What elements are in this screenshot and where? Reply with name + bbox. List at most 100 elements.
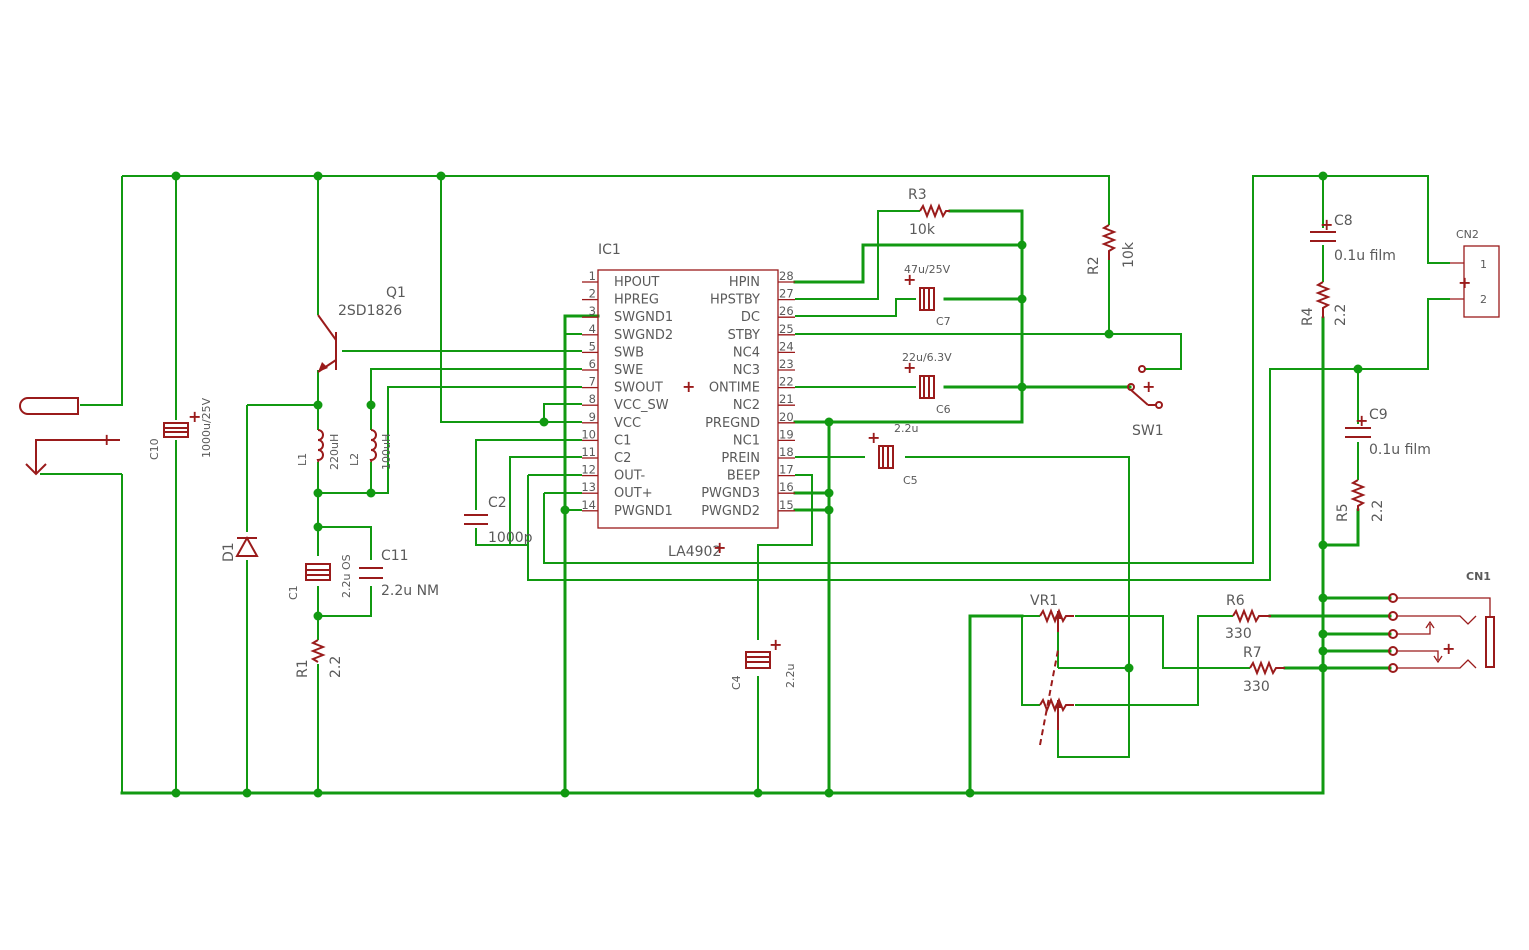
c4-name: C4 xyxy=(730,675,743,690)
ic1-pin-number: 28 xyxy=(779,269,794,283)
ic1-pin-name: PREIN xyxy=(721,451,760,466)
r7-value: 330 xyxy=(1243,679,1270,695)
svg-text:+: + xyxy=(1442,639,1455,658)
ic1-pin-name: HPIN xyxy=(729,275,760,290)
ic1-pin-number: 21 xyxy=(779,392,794,406)
ic1-pin-number: 5 xyxy=(589,339,596,353)
q1-name: Q1 xyxy=(386,285,406,301)
ic1-pin-name: SWE xyxy=(614,363,643,378)
ic1-pin-number: 3 xyxy=(589,304,596,318)
ic1-pin-number: 16 xyxy=(779,480,794,494)
c8-name: C8 xyxy=(1334,213,1353,229)
r4-name: R4 xyxy=(1300,307,1316,326)
svg-text:+: + xyxy=(769,635,782,654)
r1-value: 2.2 xyxy=(328,656,344,678)
ic1-pin-name: SWGND1 xyxy=(614,310,673,325)
junctions xyxy=(171,171,1363,798)
q1: Q1 2SD1826 xyxy=(317,285,406,373)
c11-name: C11 xyxy=(381,548,409,564)
r7-name: R7 xyxy=(1243,645,1262,661)
c5-value: 2.2u xyxy=(894,422,918,435)
r1-name: R1 xyxy=(295,659,311,678)
c10-name: C10 xyxy=(148,438,161,460)
l1-value: 220uH xyxy=(328,434,341,470)
c6-name: C6 xyxy=(936,403,951,416)
ic1-pin-name: NC3 xyxy=(733,363,760,378)
c7-value: 47u/25V xyxy=(904,263,951,276)
ic1-pin-number: 8 xyxy=(589,392,596,406)
svg-text:+: + xyxy=(188,407,201,426)
ic1-pin-name: HPSTBY xyxy=(710,293,760,308)
r1: R1 2.2 xyxy=(295,639,344,678)
c10-value: 1000u/25V xyxy=(200,397,213,458)
ic1-pin-number: 27 xyxy=(779,287,794,301)
c2-name: C2 xyxy=(488,495,507,511)
r6-name: R6 xyxy=(1226,593,1245,609)
d1-name: D1 xyxy=(221,542,237,562)
c1: C1 2.2u OS xyxy=(287,554,353,600)
r3-value: 10k xyxy=(909,222,936,238)
ic1-pin-name: PWGND3 xyxy=(701,486,760,501)
ic1-pin-number: 20 xyxy=(779,410,794,424)
c9-name: C9 xyxy=(1369,407,1388,423)
cn2-pin2: 2 xyxy=(1480,293,1487,306)
r5-name: R5 xyxy=(1335,503,1351,522)
ic1-pin-name: NC4 xyxy=(733,345,760,360)
ic1-part: LA4902 xyxy=(668,544,721,560)
vr1-name: VR1 xyxy=(1030,593,1058,609)
ic1-pin-name: VCC xyxy=(614,416,641,431)
ic1-pin-number: 17 xyxy=(779,463,794,477)
r3-name: R3 xyxy=(908,187,927,203)
ic1-pin-number: 10 xyxy=(581,427,596,441)
ic1-pin-name: HPOUT xyxy=(614,275,659,290)
ic1-pin-name: OUT+ xyxy=(614,486,653,501)
ic1-pin-name: BEEP xyxy=(727,469,760,484)
cn2: CN2 1 2 + xyxy=(1450,228,1500,318)
ic1-pin-name: OUT- xyxy=(614,469,645,484)
dc-jack-plus: + xyxy=(100,430,113,449)
c6-value: 22u/6.3V xyxy=(902,351,952,364)
ic1-plus-mark: + xyxy=(713,538,726,557)
c9-value: 0.1u film xyxy=(1369,442,1431,458)
l2-name: L2 xyxy=(348,453,361,466)
ic1-pin-number: 1 xyxy=(589,269,596,283)
c2-value: 1000p xyxy=(488,530,533,546)
r2-value: 10k xyxy=(1121,241,1137,268)
c4-value: 2.2u xyxy=(784,664,797,688)
c8: + C8 0.1u film xyxy=(1310,213,1396,264)
ic1-pin-number: 26 xyxy=(779,304,794,318)
d1: D1 xyxy=(221,535,259,562)
c5: + 2.2u C5 xyxy=(867,422,918,487)
ic1-pin-name: STBY xyxy=(728,328,760,343)
l2-value: 100uH xyxy=(380,434,393,470)
r5-value: 2.2 xyxy=(1370,500,1386,522)
ic1-center-mark: + xyxy=(682,377,695,396)
ic1-pin-name: PWGND2 xyxy=(701,504,760,519)
dc-jack: + xyxy=(19,397,120,476)
l2: L2 100uH xyxy=(348,429,393,470)
cn1-name: CN1 xyxy=(1466,570,1491,583)
wires xyxy=(40,175,1450,795)
svg-text:+: + xyxy=(1320,215,1333,234)
q1-value: 2SD1826 xyxy=(338,303,402,319)
r3: R3 10k xyxy=(908,187,950,238)
vr1: VR1 xyxy=(1030,593,1074,746)
sw1: + SW1 xyxy=(1127,365,1164,439)
c7-name: C7 xyxy=(936,315,951,328)
c11: C11 2.2u NM xyxy=(359,548,439,599)
svg-text:+: + xyxy=(903,270,916,289)
ic1-pin-number: 19 xyxy=(779,427,794,441)
r2-name: R2 xyxy=(1086,256,1102,275)
c1-value: 2.2u OS xyxy=(340,554,353,598)
l1-name: L1 xyxy=(296,453,309,466)
ic1-pin-number: 13 xyxy=(581,480,596,494)
ic1-pin-name: DC xyxy=(741,310,760,325)
ic1-pin-number: 24 xyxy=(779,339,794,353)
svg-text:+: + xyxy=(903,358,916,377)
ic1-pin-number: 4 xyxy=(589,322,596,336)
sw1-name: SW1 xyxy=(1132,423,1164,439)
r6: R6 330 xyxy=(1225,593,1271,642)
